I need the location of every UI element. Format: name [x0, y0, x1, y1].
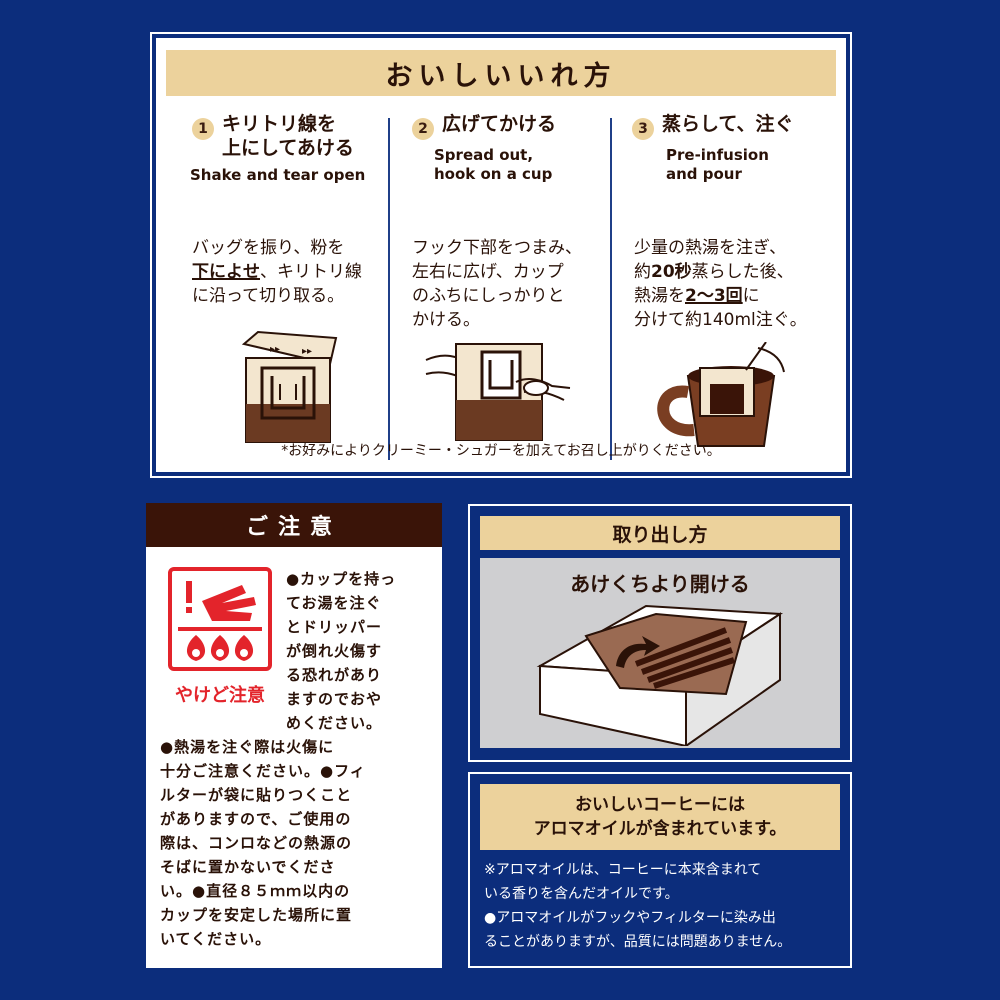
aroma-title: おいしいコーヒーには アロマオイルが含まれています。 — [480, 784, 840, 850]
step-english: Pre-infusion — [666, 146, 769, 164]
step-english: and pour — [666, 165, 742, 183]
body-text: 熱湯を — [634, 286, 685, 306]
warning-label: やけど注意 — [175, 685, 265, 706]
caution-line: そばに置かないでくださ — [160, 858, 336, 876]
caution-line: てお湯を注ぐ — [286, 594, 382, 612]
body-line: 少量の熱湯を注ぎ、 — [634, 238, 787, 258]
body-text: 、キリトリ線 — [260, 262, 362, 282]
body-text: 約 — [634, 262, 651, 282]
caution-line: いてください。 — [160, 930, 272, 948]
step-number: 1 — [192, 118, 214, 140]
footnote: *お好みによりクリーミー・シュガーを加えてお召し上がりください。 — [281, 443, 721, 459]
open-method-frame — [468, 504, 852, 762]
body-line: 熱湯を2〜3回に — [634, 284, 834, 308]
aroma-line: ●アロマオイルがフックやフィルターに染み出 — [484, 910, 776, 926]
caution-line: ますのでおや — [286, 690, 383, 708]
step-title: キリトリ線を — [222, 113, 337, 135]
column-divider — [388, 118, 390, 460]
caution-line: い。●直径８５ｍｍ以内の — [160, 882, 351, 900]
open-method-title: 取り出し方 — [480, 516, 840, 550]
aroma-line: ることがありますが、品質には問題ありません。 — [484, 934, 792, 950]
aroma-panel: おいしいコーヒーには アロマオイルが含まれています。 ※アロマオイルは、コーヒー… — [474, 778, 846, 962]
body-line: かける。 — [412, 310, 480, 330]
body-line: 下によせ、キリトリ線 — [192, 260, 392, 284]
body-line: バッグを振り、粉を — [192, 238, 345, 258]
aroma-frame — [468, 772, 852, 968]
caution-panel: ご注意 やけど注意 ●カップを持っ てお湯を注ぐ とドリッパー が倒れ火傷す る… — [146, 503, 442, 968]
caution-line: 十分ご注意ください。●フィ — [160, 762, 366, 780]
body-line: 左右に広げ、カップ — [412, 262, 564, 282]
step-1: 1 キリトリ線を 上にしてあける Shake and tear open バッグ… — [190, 112, 402, 443]
caution-line: ●カップを持っ — [286, 570, 397, 588]
body-emphasis: 下によせ — [192, 262, 260, 282]
howto-frame — [150, 32, 852, 478]
aroma-title-line: おいしいコーヒーには — [575, 795, 745, 815]
step-body: バッグを振り、粉を 下によせ、キリトリ線 に沿って切り取る。 — [192, 236, 392, 308]
step-number: 3 — [632, 118, 654, 140]
tear-open-bag-illustration: ▸▸ ▸▸ — [241, 330, 338, 443]
body-text: に — [742, 286, 760, 306]
caution-line: ルターが袋に貼りつくこと — [160, 786, 353, 804]
caution-line: ●熱湯を注ぐ際は火傷に — [160, 738, 335, 756]
open-instruction: あけくちより開ける — [570, 572, 750, 596]
body-emphasis: 2〜3回 — [685, 286, 743, 306]
caution-line: がありますので、ご使用の — [160, 810, 352, 828]
caution-line: 際は、コンロなどの熱源の — [160, 834, 353, 852]
hook-on-cup-illustration — [425, 343, 571, 441]
burn-warning-icon — [168, 567, 272, 671]
caution-line: めください。 — [286, 714, 383, 732]
body-line: 約20秒蒸らした後、 — [634, 260, 834, 284]
open-method-panel: 取り出し方 あけくちより開ける — [474, 510, 846, 756]
hand-flame-icon — [178, 581, 262, 661]
howto-panel: おいしいいれ方 1 キリトリ線を 上にしてあける Shake and tear … — [156, 38, 846, 472]
caution-text-b: ●熱湯を注ぐ際は火傷に 十分ご注意ください。●フィ ルターが袋に貼りつくこと が… — [160, 735, 436, 951]
step-3: 3 蒸らして、注ぐ Pre-infusion and pour 少量の熱湯を注ぎ… — [632, 112, 842, 447]
box-open-illustration — [536, 604, 784, 746]
step-2: 2 広げてかける Spread out, hook on a cup フック下部… — [412, 112, 622, 441]
step-title: 広げてかける — [442, 113, 557, 135]
caution-line: カップを安定した場所に置 — [160, 906, 353, 924]
aroma-title-line: アロマオイルが含まれています。 — [533, 819, 787, 839]
body-line: フック下部をつまみ、 — [412, 238, 582, 258]
howto-title: おいしいいれ方 — [166, 50, 836, 96]
step-title: 上にしてあける — [222, 137, 354, 159]
open-method-image: あけくちより開ける — [480, 558, 840, 748]
step-english: Shake and tear open — [190, 166, 366, 184]
pour-into-cup-illustration — [657, 342, 785, 447]
step-body: 少量の熱湯を注ぎ、 約20秒蒸らした後、 熱湯を2〜3回に 分けて約140ml注… — [634, 236, 834, 332]
body-text: 蒸らした後、 — [691, 262, 794, 282]
aroma-text: ※アロマオイルは、コーヒーに本来含まれて いる香りを含んだオイルです。 ●アロマ… — [484, 858, 840, 954]
body-emphasis: 20秒 — [651, 262, 692, 282]
step-english: Spread out, — [434, 146, 534, 164]
svg-text:▸▸: ▸▸ — [302, 346, 312, 357]
step-title: 蒸らして、注ぐ — [662, 113, 794, 135]
caution-line: る恐れがあり — [286, 666, 383, 684]
caution-title: ご注意 — [146, 503, 442, 547]
step-english: hook on a cup — [434, 165, 553, 183]
body-line: に沿って切り取る。 — [192, 286, 345, 306]
body-line: 分けて約140ml注ぐ。 — [634, 310, 807, 330]
step-body: フック下部をつまみ、 左右に広げ、カップ のふちにしっかりと かける。 — [412, 236, 612, 332]
caution-line: が倒れ火傷す — [286, 642, 383, 660]
column-divider — [610, 118, 612, 460]
body-line: のふちにしっかりと — [412, 286, 565, 306]
aroma-line: いる香りを含んだオイルです。 — [484, 886, 679, 902]
step-number: 2 — [412, 118, 434, 140]
svg-text:▸▸: ▸▸ — [270, 344, 280, 355]
caution-text-a: ●カップを持っ てお湯を注ぐ とドリッパー が倒れ火傷す る恐れがあり ますので… — [286, 567, 434, 735]
caution-line: とドリッパー — [286, 618, 383, 636]
aroma-line: ※アロマオイルは、コーヒーに本来含まれて — [484, 862, 762, 878]
